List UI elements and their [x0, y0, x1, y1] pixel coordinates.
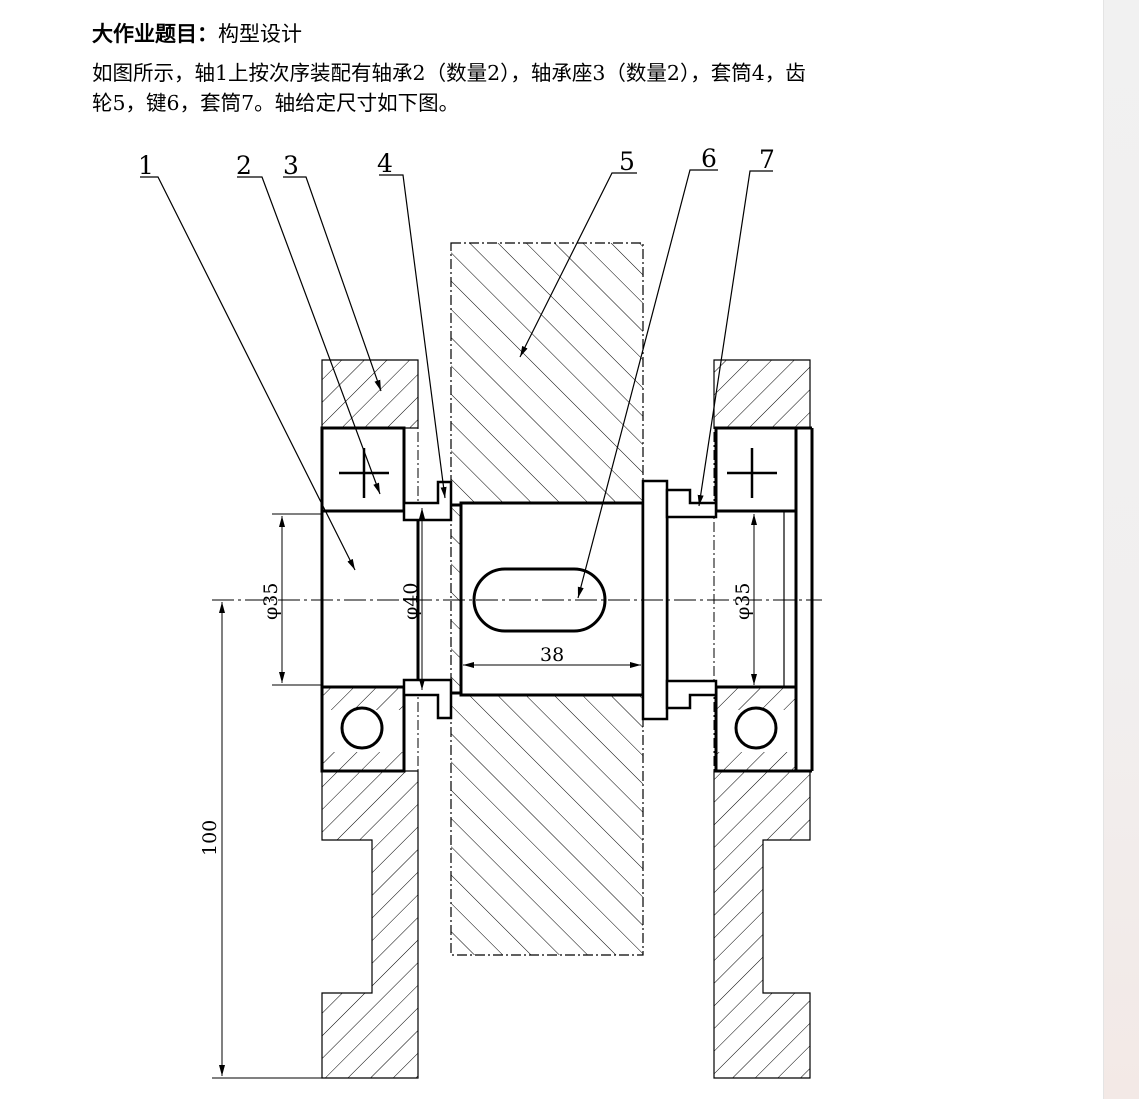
sleeve-4	[402, 480, 453, 720]
paragraph-line-1: 如图所示，轴1上按次序装配有轴承2（数量2），轴承座3（数量2），套筒4，齿	[92, 61, 806, 85]
bearing-housing-left	[321, 359, 419, 1079]
description-paragraph: 如图所示，轴1上按次序装配有轴承2（数量2），轴承座3（数量2），套筒4，齿 轮…	[92, 58, 932, 118]
part-label-6: 6	[701, 144, 717, 173]
dim-left-journal: φ35	[260, 583, 282, 620]
bearing-right	[714, 426, 814, 773]
leader-lines	[140, 169, 773, 599]
dimension-texts: φ35 φ40 φ35 38 100	[199, 583, 754, 856]
part-label-4: 4	[377, 149, 393, 178]
part-label-5: 5	[619, 147, 635, 176]
scroll-side-strip	[1103, 0, 1139, 1099]
document-page: 大作业题目：构型设计 如图所示，轴1上按次序装配有轴承2（数量2），轴承座3（数…	[92, 20, 932, 1079]
paragraph-line-2: 轮5，键6，套筒7。轴给定尺寸如下图。	[92, 91, 460, 115]
part-label-7: 7	[759, 145, 775, 174]
dim-shoulder: φ40	[400, 583, 422, 620]
key-6	[472, 567, 607, 633]
dimension-lines	[212, 508, 757, 1079]
part-label-2: 2	[236, 151, 252, 180]
heading-value: 构型设计	[218, 22, 302, 46]
dim-right-journal: φ35	[732, 583, 754, 620]
part-label-1: 1	[138, 151, 154, 180]
assignment-heading: 大作业题目：构型设计	[92, 20, 302, 48]
assembly-drawing: 1 2 3 4 5 6 7 φ35 φ40 φ35 38 100	[138, 144, 822, 1079]
part-label-3: 3	[283, 151, 299, 180]
part-numbers: 1 2 3 4 5 6 7	[138, 144, 775, 180]
dim-key-length: 38	[540, 644, 564, 666]
heading-label: 大作业题目：	[92, 22, 218, 46]
dim-height: 100	[199, 820, 221, 856]
